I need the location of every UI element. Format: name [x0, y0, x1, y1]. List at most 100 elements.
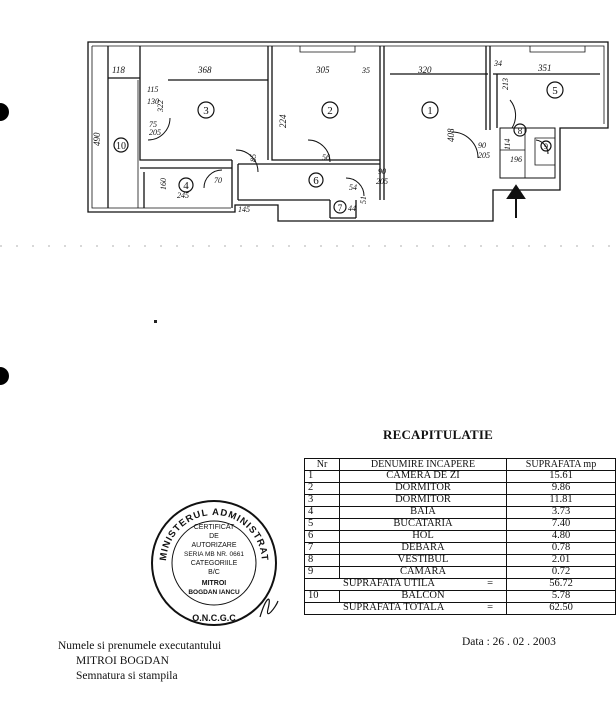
dim-label: 205	[376, 177, 388, 186]
util-eq: =	[487, 578, 493, 590]
column-header-area: SUPRAFATA mp	[506, 458, 616, 471]
row-nr: 2	[304, 482, 340, 495]
balcon-nr: 10	[304, 590, 340, 603]
total-value: 62.50	[506, 602, 616, 615]
dim-label: 351	[537, 63, 552, 73]
row-nr: 6	[304, 530, 340, 543]
recap-title: RECAPITULATIE	[383, 427, 493, 442]
row-name: BAIA	[339, 506, 507, 519]
dim-label: 322	[156, 100, 165, 113]
dim-label: 51	[359, 196, 368, 204]
row-nr: 5	[304, 518, 340, 531]
stamp-line: AUTORIZARE	[192, 542, 237, 549]
room-6-number: 6	[313, 175, 319, 187]
official-stamp: MINISTERUL ADMINISTRATIEI PUBLICE O.N.C.…	[148, 497, 279, 626]
floor-plan: 3 2 1 4 5 6 7 8 9 10 118 368 305 320 351…	[0, 41, 616, 247]
row-area: 0.72	[506, 566, 616, 579]
dim-label: 34	[493, 59, 502, 68]
row-name: DORMITOR	[339, 494, 507, 507]
room-1-number: 1	[427, 105, 433, 117]
dim-label: 145	[238, 205, 250, 214]
util-value: 56.72	[506, 578, 616, 591]
row-area: 3.73	[506, 506, 616, 519]
table-row-balcon: 10 BALCON 5.78	[304, 590, 616, 603]
dim-label: 196	[510, 155, 522, 164]
row-name: BUCATARIA	[339, 518, 507, 531]
stamp-bottom-text: O.N.C.G.C	[192, 613, 236, 623]
row-name: HOL	[339, 530, 507, 543]
dim-label: 70	[214, 176, 222, 185]
row-area: 4.80	[506, 530, 616, 543]
row-name: DEBARA	[339, 542, 507, 555]
util-label: SUPRAFATA UTILA=	[304, 578, 507, 591]
table-row-util: SUPRAFATA UTILA= 56.72	[304, 578, 616, 591]
total-label: SUPRAFATA TOTALA=	[304, 602, 507, 615]
stamp-line: MITROI	[202, 580, 227, 587]
dim-label: 205	[149, 128, 161, 137]
balcon-value: 5.78	[506, 590, 616, 603]
dim-label: 54	[349, 183, 357, 192]
row-name: VESTIBUL	[339, 554, 507, 567]
room-10-number: 10	[116, 141, 126, 152]
row-nr: 7	[304, 542, 340, 555]
executant-name: MITROI BOGDAN	[76, 655, 169, 667]
room-2-number: 2	[327, 105, 333, 117]
dim-label: 75	[149, 120, 157, 129]
row-name: CAMERA DE ZI	[339, 470, 507, 483]
row-name: DORMITOR	[339, 482, 507, 495]
dim-label: 213	[501, 78, 510, 90]
row-area: 2.01	[506, 554, 616, 567]
column-header-nr: Nr	[304, 458, 340, 471]
row-area: 0.78	[506, 542, 616, 555]
row-nr: 1	[304, 470, 340, 483]
stamp-line: CERTIFICAT	[194, 524, 235, 531]
room-8-number: 8	[518, 126, 523, 136]
dim-label: 205	[478, 151, 490, 160]
dim-label: 35	[361, 66, 370, 75]
balcon-label: BALCON	[339, 590, 507, 603]
dim-label: 224	[278, 114, 288, 128]
row-area: 15.61	[506, 470, 616, 483]
dim-label: 320	[417, 65, 432, 75]
executant-block: Numele si prenumele executantului MITROI…	[58, 639, 221, 684]
dim-label: 90	[378, 167, 386, 176]
dim-label: 130	[147, 97, 159, 106]
executant-label: Numele si prenumele executantului	[58, 640, 222, 652]
dim-label: 115	[147, 85, 158, 94]
binder-hole	[0, 103, 9, 121]
dim-label: 368	[197, 65, 212, 75]
row-area: 9.86	[506, 482, 616, 495]
stamp-line: CATEGORIILE	[191, 560, 238, 567]
room-4-number: 4	[183, 180, 189, 192]
dim-label: 160	[159, 178, 168, 190]
room-9-number: 9	[544, 142, 548, 151]
row-area: 11.81	[506, 494, 616, 507]
dim-label: 114	[503, 139, 512, 150]
signature-label: Semnatura si stampila	[76, 670, 178, 682]
dim-label: 85	[249, 154, 258, 162]
row-area: 7.40	[506, 518, 616, 531]
dim-label: 56	[322, 153, 330, 162]
dim-label: 44	[348, 204, 356, 213]
scan-speck	[154, 320, 157, 323]
dim-label: 490	[92, 132, 102, 146]
row-nr: 3	[304, 494, 340, 507]
stamp-line: SERIA MB NR. 0661	[184, 551, 244, 558]
row-nr: 8	[304, 554, 340, 567]
table-row-total: SUPRAFATA TOTALA= 62.50	[304, 602, 616, 615]
column-header-name: DENUMIRE INCAPERE	[339, 458, 507, 471]
dim-label: 245	[177, 191, 189, 200]
room-5-number: 5	[552, 85, 558, 97]
binder-hole	[0, 367, 9, 385]
dim-label: 408	[446, 128, 456, 142]
